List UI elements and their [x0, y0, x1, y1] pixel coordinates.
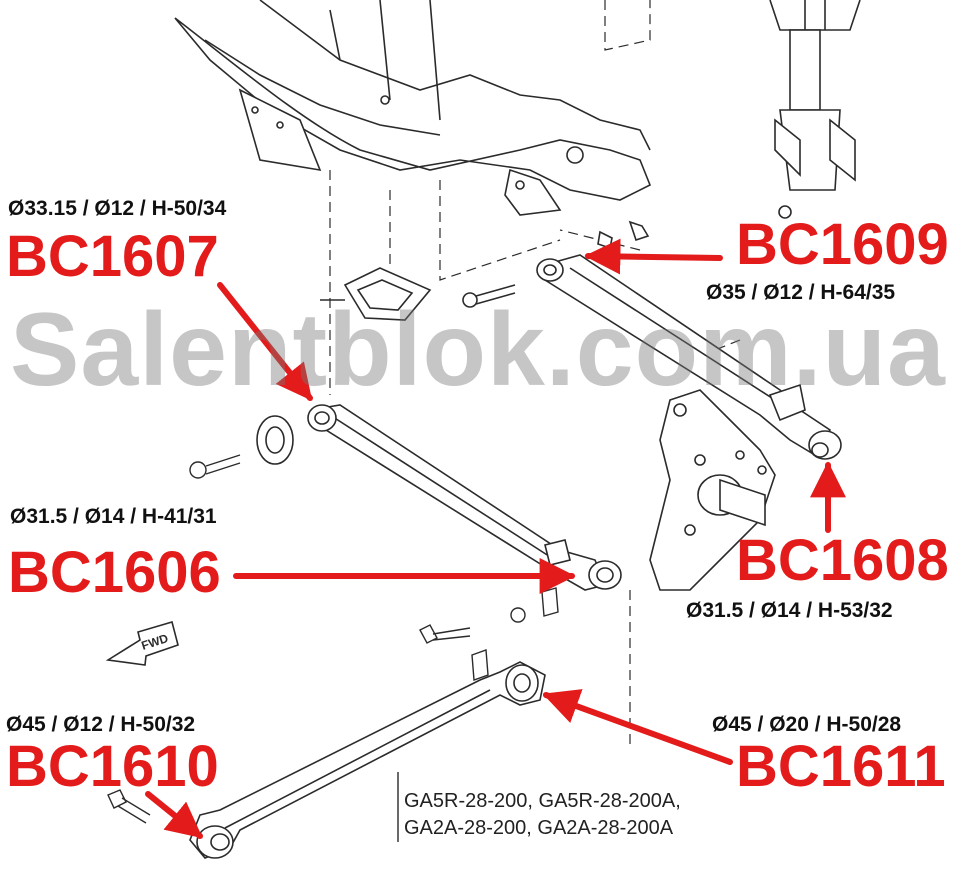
bc1611-code: BC1611	[736, 734, 946, 799]
arrow-bc1611	[542, 689, 733, 765]
watermark-text: Salentblok.com.ua	[10, 292, 946, 408]
bc1609-dimensions: Ø35 / Ø12 / H-64/35	[706, 281, 896, 304]
bc1608-dimensions: Ø31.5 / Ø14 / H-53/32	[686, 599, 893, 622]
seal-ring	[256, 415, 294, 465]
bc1610-code: BC1610	[6, 734, 219, 799]
bc1607-dimensions: Ø33.15 / Ø12 / H-50/34	[8, 197, 227, 220]
arrow-bc1610	[145, 791, 203, 839]
plates	[471, 587, 559, 681]
arrow-bc1609	[584, 238, 723, 275]
fwd-arrow-icon: FWD	[105, 620, 179, 666]
bc1610-dimensions: Ø45 / Ø12 / H-50/32	[6, 713, 196, 736]
upper-arm-bc1609	[536, 254, 842, 460]
oem-numbers: GA5R-28-200, GA5R-28-200A, GA2A-28-200, …	[404, 788, 681, 842]
bc1607-code: BC1607	[6, 224, 219, 289]
oem-line: GA5R-28-200, GA5R-28-200A,	[404, 790, 681, 812]
arrow-bc1607	[217, 282, 313, 401]
subframe	[174, 0, 652, 216]
oem-line: GA2A-28-200, GA2A-28-200A	[404, 817, 674, 839]
bc1611-dimensions: Ø45 / Ø20 / H-50/28	[712, 713, 902, 736]
lateral-link-bc1606-bc1607	[307, 404, 622, 591]
bc1606-dimensions: Ø31.5 / Ø14 / H-41/31	[10, 505, 217, 528]
shock-absorber	[769, 0, 861, 219]
bc1609-code: BC1609	[736, 212, 949, 277]
knuckle	[649, 389, 776, 591]
bolts	[107, 454, 526, 824]
trailing-link-bc1610-bc1611	[189, 661, 546, 859]
guide-lines	[329, 0, 741, 745]
bc1606-code: BC1606	[8, 540, 221, 605]
bc1608-code: BC1608	[736, 528, 949, 593]
pointer-arrows	[145, 238, 846, 839]
mount-bracket	[320, 220, 650, 321]
